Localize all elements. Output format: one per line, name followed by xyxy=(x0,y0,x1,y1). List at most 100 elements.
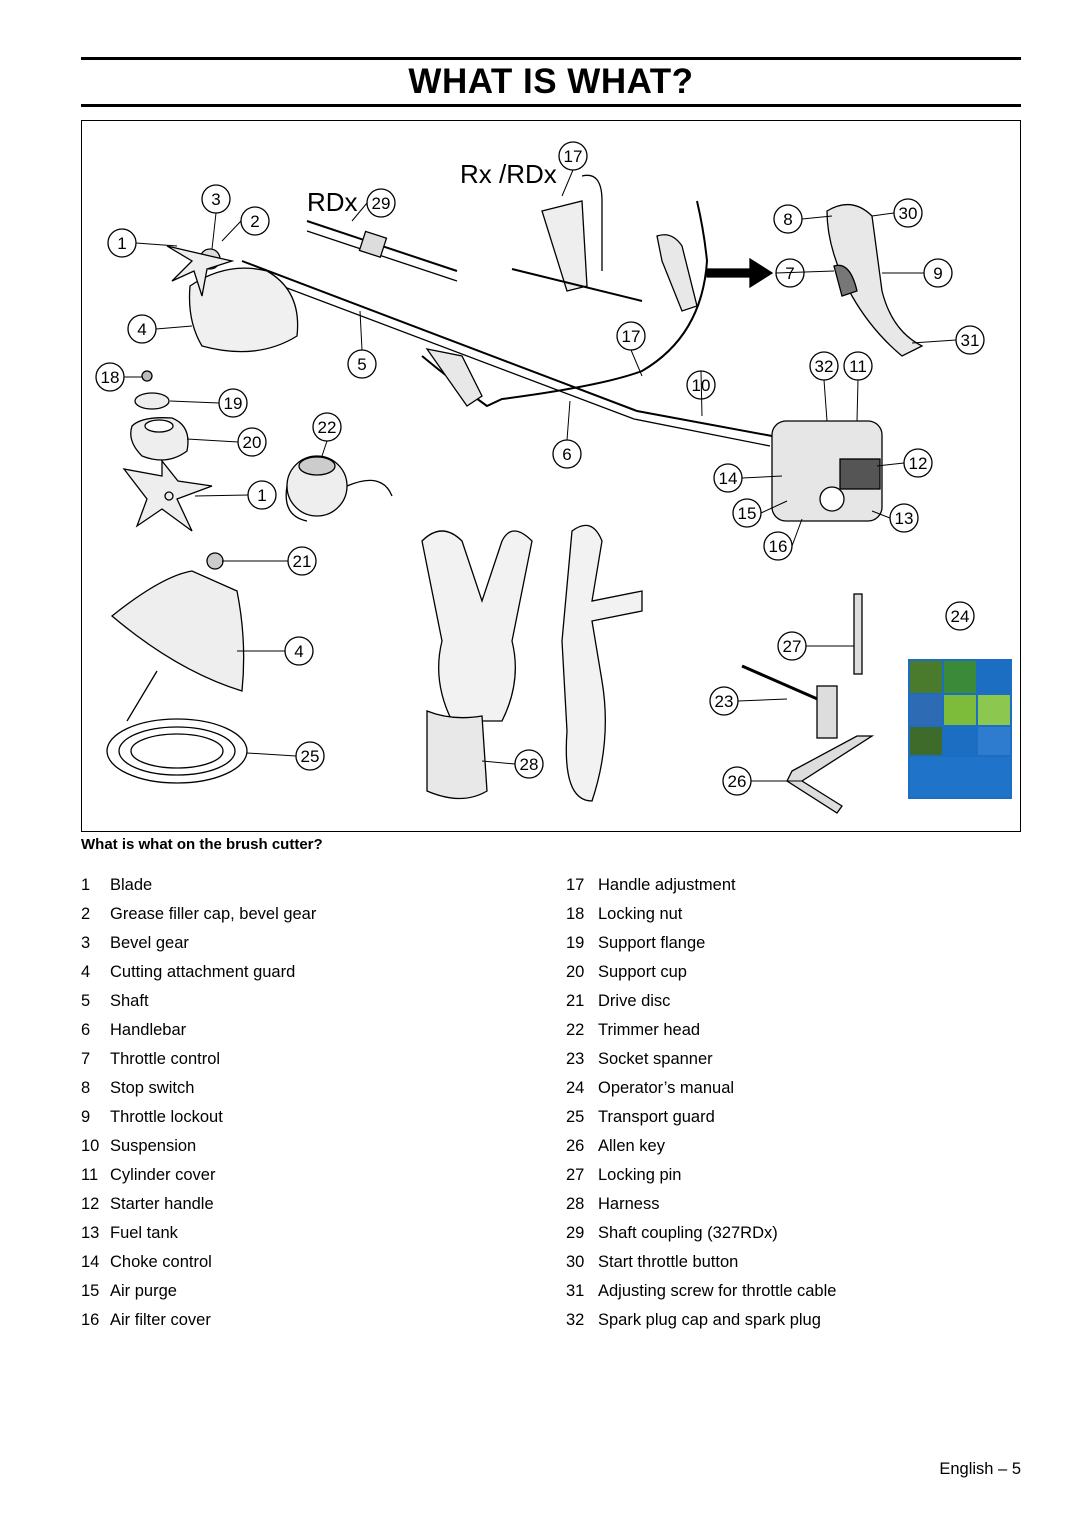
callout-20: 20 xyxy=(237,427,267,457)
part-number: 21 xyxy=(566,992,585,1010)
svg-text:19: 19 xyxy=(224,394,243,413)
callout-32: 32 xyxy=(809,351,839,381)
part-label: Choke control xyxy=(110,1253,212,1271)
svg-text:31: 31 xyxy=(961,331,980,350)
part-number: 5 xyxy=(81,992,91,1010)
part-number: 27 xyxy=(566,1166,585,1184)
part-number: 9 xyxy=(81,1108,91,1126)
svg-text:23: 23 xyxy=(715,692,734,711)
part-label: Starter handle xyxy=(110,1195,214,1213)
part-list-item: 23 Socket spanner xyxy=(566,1047,836,1076)
part-label: Air filter cover xyxy=(110,1311,211,1329)
part-number: 29 xyxy=(566,1224,585,1242)
part-label: Shaft xyxy=(110,992,149,1010)
svg-text:22: 22 xyxy=(318,418,337,437)
part-label: Handle adjustment xyxy=(598,876,736,894)
callout-8: 8 xyxy=(773,204,803,234)
callout-26: 26 xyxy=(722,766,752,796)
part-label: Adjusting screw for throttle cable xyxy=(598,1282,837,1300)
callout-25: 25 xyxy=(295,741,325,771)
part-label: Transport guard xyxy=(598,1108,715,1126)
svg-text:5: 5 xyxy=(357,355,366,374)
part-number: 7 xyxy=(81,1050,91,1068)
part-label: Operator’s manual xyxy=(598,1079,735,1097)
part-list-item: 19 Support flange xyxy=(566,931,836,960)
part-list-item: 5 Shaft xyxy=(81,989,316,1018)
part-label: Trimmer head xyxy=(598,1021,701,1039)
part-label: Support flange xyxy=(598,934,706,952)
part-list-item: 1 Blade xyxy=(81,873,316,902)
part-list-item: 16 Air filter cover xyxy=(81,1308,316,1337)
svg-text:32: 32 xyxy=(815,357,834,376)
part-label: Bevel gear xyxy=(110,934,189,952)
part-label: Stop switch xyxy=(110,1079,195,1097)
callout-19: 19 xyxy=(218,388,248,418)
callout-30: 30 xyxy=(893,198,923,228)
svg-text:6: 6 xyxy=(562,445,571,464)
svg-text:4: 4 xyxy=(137,320,146,339)
svg-text:8: 8 xyxy=(783,210,792,229)
part-number: 4 xyxy=(81,963,91,981)
part-label: Socket spanner xyxy=(598,1050,713,1068)
part-list-item: 25 Transport guard xyxy=(566,1105,836,1134)
svg-text:7: 7 xyxy=(785,264,794,283)
part-number: 24 xyxy=(566,1079,585,1097)
callout-14: 14 xyxy=(713,463,743,493)
part-label: Fuel tank xyxy=(110,1224,178,1242)
part-number: 16 xyxy=(81,1311,100,1329)
callout-23: 23 xyxy=(709,686,739,716)
svg-text:9: 9 xyxy=(933,264,942,283)
operators-manual xyxy=(908,659,1012,799)
part-number: 1 xyxy=(81,876,91,894)
part-number: 18 xyxy=(566,905,585,923)
part-label: Spark plug cap and spark plug xyxy=(598,1311,821,1329)
callout-17a: 17 xyxy=(558,141,588,171)
svg-text:14: 14 xyxy=(719,469,738,488)
part-list-item: 27 Locking pin xyxy=(566,1163,836,1192)
illustration-svg: 1 2 3 4 5 6 7 8 9 10 11 12 13 14 15 16 1… xyxy=(95,141,1012,814)
callout-9: 9 xyxy=(923,258,953,288)
part-number: 2 xyxy=(81,905,91,923)
part-number: 19 xyxy=(566,934,585,952)
part-number: 22 xyxy=(566,1021,585,1039)
svg-text:26: 26 xyxy=(728,772,747,791)
part-number: 23 xyxy=(566,1050,585,1068)
part-label: Locking pin xyxy=(598,1166,682,1184)
svg-text:16: 16 xyxy=(769,537,788,556)
part-label: Start throttle button xyxy=(598,1253,739,1271)
svg-text:4: 4 xyxy=(294,642,303,661)
callout-16: 16 xyxy=(763,531,793,561)
brush-cutter-illustration: 1 2 3 4 5 6 7 8 9 10 11 12 13 14 15 16 1… xyxy=(81,120,1021,832)
callout-31: 31 xyxy=(955,325,985,355)
part-label: Grease filler cap, bevel gear xyxy=(110,905,317,923)
part-number: 25 xyxy=(566,1108,585,1126)
callout-3: 3 xyxy=(201,184,231,214)
svg-text:1: 1 xyxy=(117,234,126,253)
callout-24: 24 xyxy=(945,601,975,631)
callout-17b: 17 xyxy=(616,321,646,351)
part-label: Cutting attachment guard xyxy=(110,963,296,981)
page-title: WHAT IS WHAT? xyxy=(408,62,694,101)
part-number: 6 xyxy=(81,1021,91,1039)
part-label: Drive disc xyxy=(598,992,671,1010)
part-number: 11 xyxy=(81,1166,99,1184)
part-label: Blade xyxy=(110,876,153,894)
part-number: 14 xyxy=(81,1253,100,1271)
part-label: Allen key xyxy=(598,1137,665,1155)
svg-text:24: 24 xyxy=(951,607,970,626)
part-number: 15 xyxy=(81,1282,100,1300)
part-label: Handlebar xyxy=(110,1021,187,1039)
